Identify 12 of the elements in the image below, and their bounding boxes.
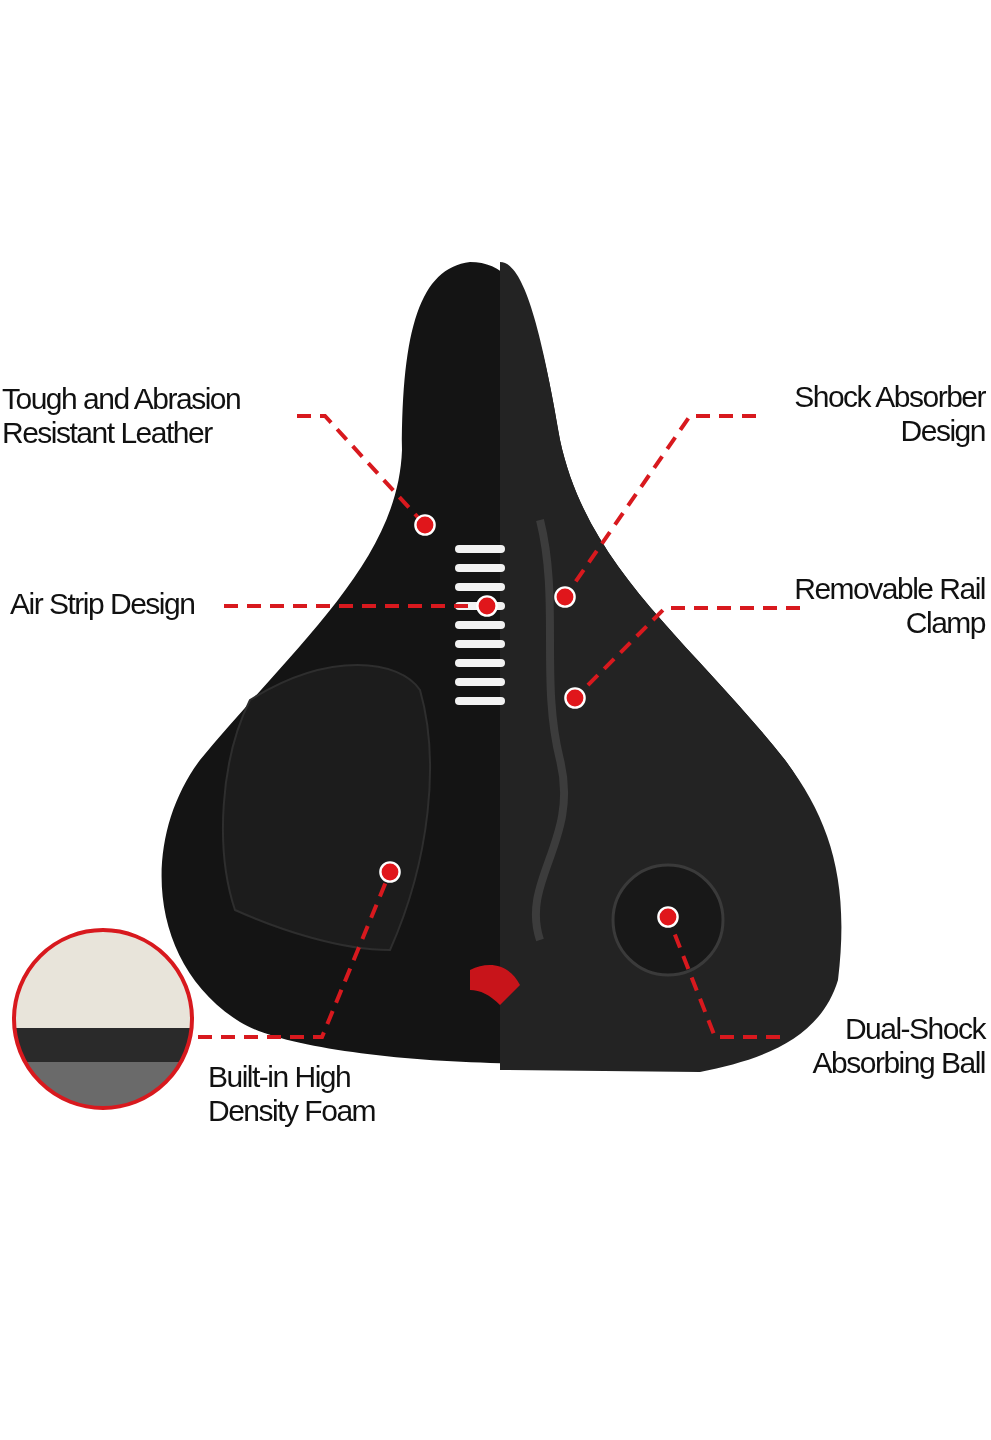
leader-line: [657, 906, 780, 1039]
callout-label: Air Strip Design: [10, 587, 310, 621]
leader-line: [224, 595, 498, 617]
callout-label: Dual-Shock Absorbing Ball: [760, 1012, 985, 1080]
leader-line: [564, 606, 800, 709]
leader-line: [198, 861, 401, 1039]
callout-label: Built-in High Density Foam: [208, 1060, 377, 1128]
leader-line: [554, 414, 756, 608]
callout-label: Removable Rail Clamp: [760, 572, 985, 640]
callout-label: Tough and Abrasion Resistant Leather: [2, 382, 302, 450]
leader-line: [297, 414, 436, 536]
callout-label: Shock Absorber Design: [760, 380, 985, 448]
